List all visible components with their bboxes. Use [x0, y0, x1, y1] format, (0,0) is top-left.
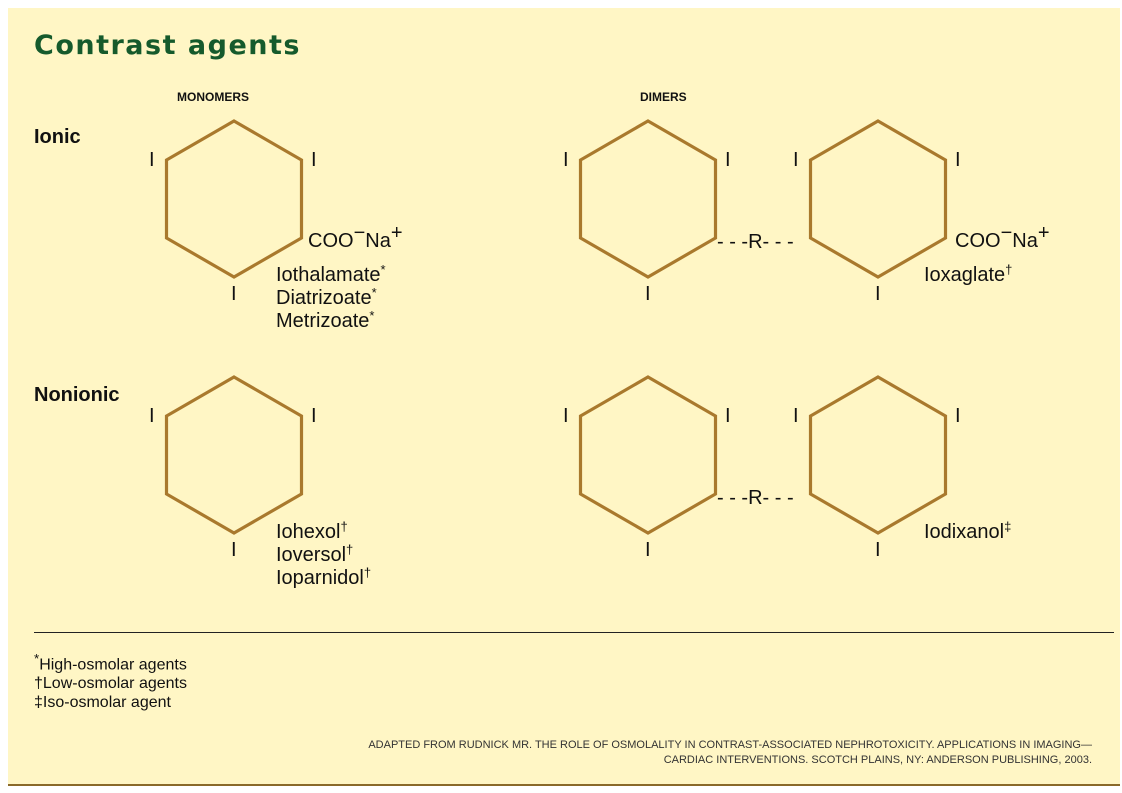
agent-name: Ioversol†: [276, 542, 353, 566]
citation: ADAPTED FROM RUDNICK MR. THE ROLE OF OSM…: [192, 738, 1092, 768]
iodine-label: I: [725, 405, 731, 427]
iodine-label: I: [563, 149, 569, 171]
bottom-rule: [8, 784, 1120, 786]
iodine-label: I: [149, 149, 155, 171]
iodine-label: I: [793, 405, 799, 427]
footnotes: *High-osmolar agents †Low-osmolar agents…: [34, 649, 187, 712]
column-header-dimers: DIMERS: [640, 90, 687, 104]
benzene-ring-ionic-monomer: [164, 119, 304, 279]
linker-label: - - -R- - -: [717, 487, 794, 509]
agent-name: Metrizoate*: [276, 308, 374, 332]
iodine-label: I: [563, 405, 569, 427]
iodine-label: I: [311, 405, 317, 427]
linker-label: - - -R- - -: [717, 231, 794, 253]
carboxylate-label: COO−Na+: [955, 222, 1050, 252]
row-label-nonionic: Nonionic: [34, 384, 120, 406]
citation-line: ADAPTED FROM RUDNICK MR. THE ROLE OF OSM…: [368, 739, 1092, 751]
benzene-ring-ionic-dimer-right: [808, 119, 948, 279]
iodine-label: I: [231, 283, 237, 305]
figure-panel: [8, 8, 1120, 784]
agent-name: Ioparnidol†: [276, 565, 371, 589]
benzene-ring-ionic-dimer-left: [578, 119, 718, 279]
iodine-label: I: [231, 539, 237, 561]
row-label-ionic: Ionic: [34, 126, 81, 148]
benzene-ring-nonionic-dimer-right: [808, 375, 948, 535]
agent-name: Ioxaglate†: [924, 262, 1012, 286]
footnote-high-osmolar: *High-osmolar agents: [34, 651, 187, 674]
iodine-label: I: [311, 149, 317, 171]
iodine-label: I: [645, 283, 651, 305]
agent-name: Diatrizoate*: [276, 285, 377, 309]
benzene-ring-nonionic-monomer: [164, 375, 304, 535]
iodine-label: I: [793, 149, 799, 171]
iodine-label: I: [725, 149, 731, 171]
footnote-separator: [34, 632, 1114, 633]
agent-name: Iodixanol‡: [924, 519, 1011, 543]
footnote-iso-osmolar: ‡Iso-osmolar agent: [34, 694, 171, 712]
agent-name: Iohexol†: [276, 519, 348, 543]
column-header-monomers: MONOMERS: [177, 90, 249, 104]
iodine-label: I: [875, 539, 881, 561]
iodine-label: I: [955, 149, 961, 171]
figure-title: Contrast agents: [34, 30, 301, 61]
footnote-low-osmolar: †Low-osmolar agents: [34, 675, 187, 693]
benzene-ring-nonionic-dimer-left: [578, 375, 718, 535]
iodine-label: I: [645, 539, 651, 561]
agent-name: Iothalamate*: [276, 262, 386, 286]
iodine-label: I: [149, 405, 155, 427]
citation-line: CARDIAC INTERVENTIONS. SCOTCH PLAINS, NY…: [663, 754, 1092, 766]
iodine-label: I: [875, 283, 881, 305]
iodine-label: I: [955, 405, 961, 427]
carboxylate-label: COO−Na+: [308, 222, 403, 252]
